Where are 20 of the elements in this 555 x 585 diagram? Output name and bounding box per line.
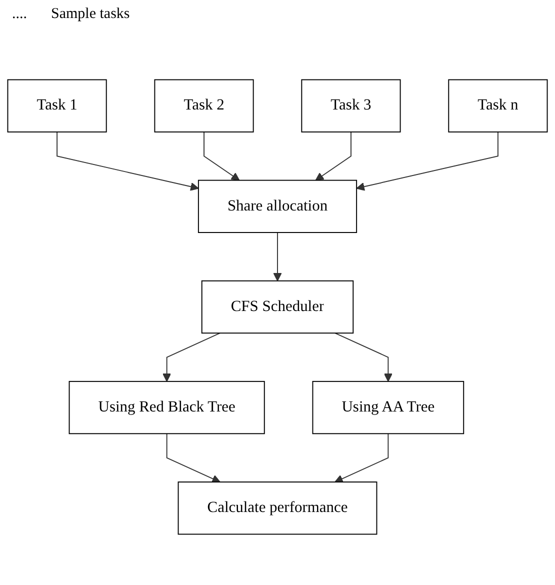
- arrow: [56, 131, 199, 191]
- node-box: Calculate performance: [178, 482, 378, 535]
- arrow: [356, 131, 498, 191]
- arrow: [334, 332, 392, 382]
- node-box: Using Red Black Tree: [68, 380, 265, 434]
- node-box: Task 3: [301, 79, 401, 132]
- note-text: Sample tasks: [51, 6, 130, 23]
- arrow: [166, 433, 220, 483]
- arrow: [334, 433, 389, 483]
- node-box: CFS Scheduler: [201, 280, 354, 334]
- arrow: [162, 332, 221, 382]
- node-box: Task 2: [154, 79, 254, 132]
- node-box: Share allocation: [198, 180, 358, 234]
- arrow: [273, 232, 282, 282]
- node-box: Task n: [448, 79, 548, 132]
- node-box: Task 1: [7, 79, 107, 132]
- arrow: [204, 131, 240, 181]
- arrow: [315, 131, 352, 181]
- note-text: ....: [12, 6, 27, 23]
- node-box: Using AA Tree: [312, 380, 464, 434]
